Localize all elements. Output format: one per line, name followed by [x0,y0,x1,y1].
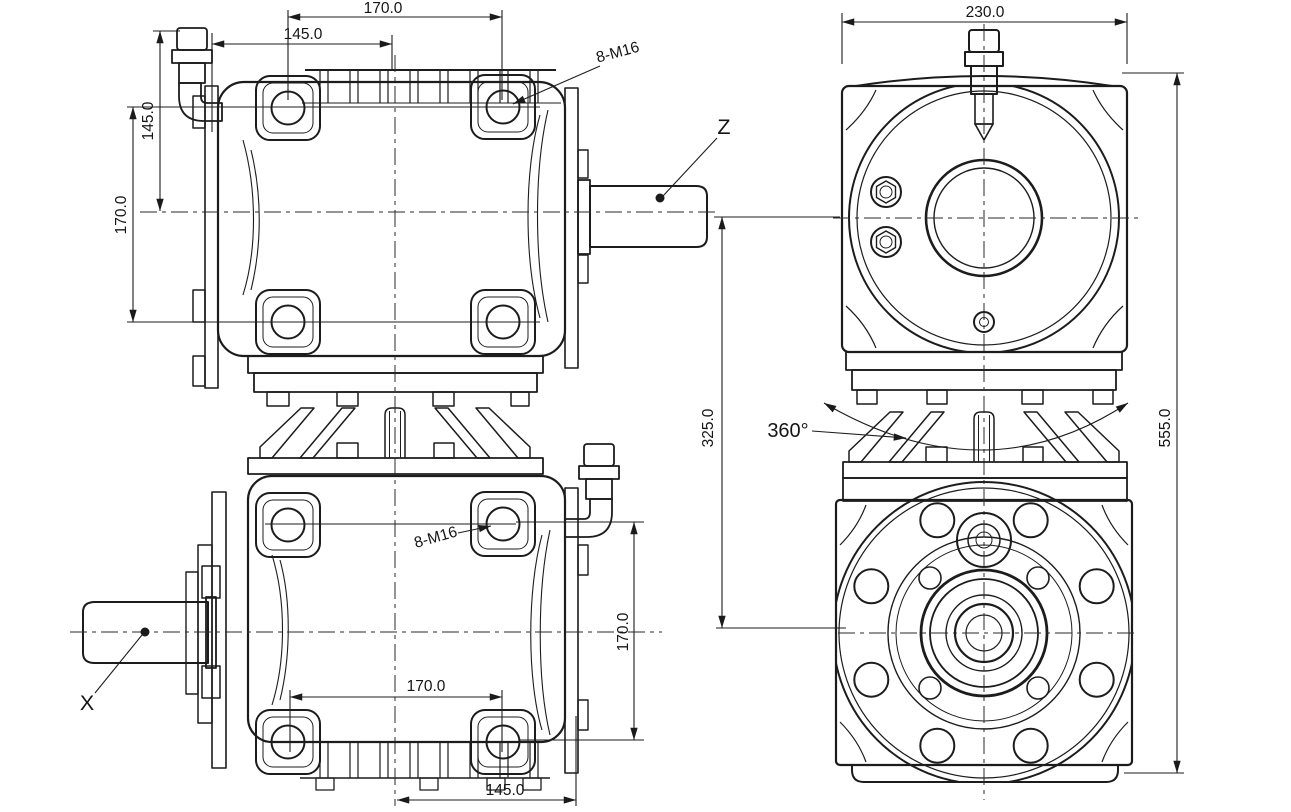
bottom-breather-plug [564,443,620,538]
dim-overall-height: 555.0 [1157,408,1174,447]
front-bottom-gearbox [82,443,620,791]
dim-swivel-range: 360° [767,420,808,442]
x-input-shaft [82,601,209,664]
corner-gussets [839,504,1129,763]
dim-left-hole-spacing: 170.0 [113,195,130,234]
top-housing-body [216,80,567,358]
dim-axis-distance: 325.0 [700,408,717,447]
x-leader-dot [140,627,150,637]
dim-bottom-hole-spacing: 170.0 [407,678,446,695]
dim-housing-width: 230.0 [966,4,1005,21]
label-z-axis: Z [717,115,730,139]
corner-gussets [845,89,1124,349]
dim-bottom-center-to-edge: 145.0 [486,782,525,799]
bottom-housing-casting-lines [271,529,551,736]
front-top-gearbox [171,27,708,393]
dim-top-edge-to-center: 145.0 [284,26,323,43]
swivel-rotation-arrow [823,402,1129,451]
bottom-base-plate [851,764,1119,783]
top-dome [855,75,1113,87]
bottom-right-flange [564,487,579,774]
dim-bottom-right-hole-spacing: 170.0 [615,612,632,651]
centerlines [70,24,1138,806]
callout-top-bolts: 8-M16 [594,39,641,67]
top-housing-casting-lines [242,109,549,323]
bolt-hole [270,507,306,543]
z-leader-dot [655,193,665,203]
oil-plug [870,226,902,258]
bottom-left-flange [211,491,227,769]
side-coupling-section [842,389,1128,502]
top-right-flange [564,87,579,369]
oil-plug [870,176,902,208]
z-output-shaft [589,185,708,248]
flange-bolt-holes [853,502,1115,764]
dim-top-hole-spacing: 170.0 [364,0,403,17]
dim-plug-to-axis: 145.0 [140,101,157,140]
callout-bottom-bolts: 8-M16 [412,523,459,551]
label-x-axis: X [80,691,94,715]
